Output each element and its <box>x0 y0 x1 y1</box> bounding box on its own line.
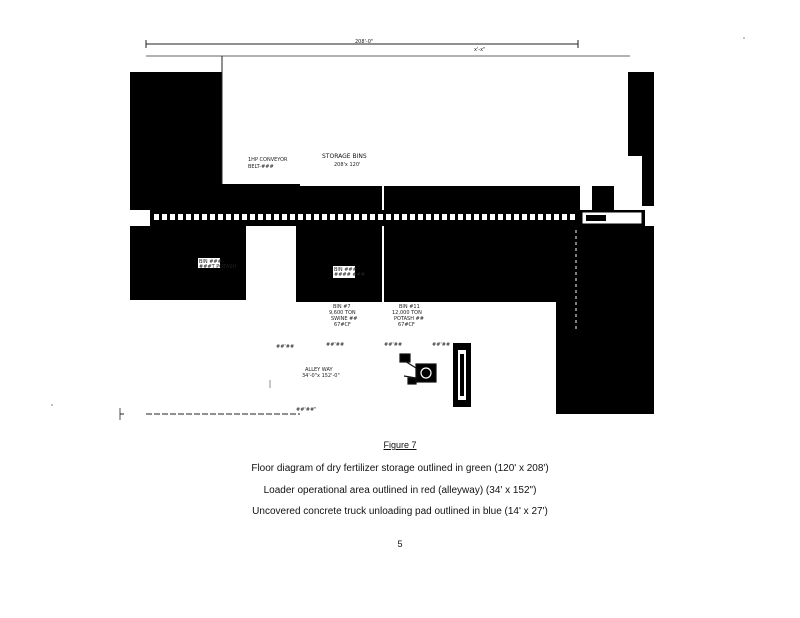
alley-title: ALLEY WAY <box>305 367 333 373</box>
storage-bins-title: STORAGE BINS <box>322 153 367 160</box>
left-storage-block <box>130 72 222 96</box>
left-bin-sub: ###T POTASH <box>199 264 236 270</box>
dimension-d: ##'## <box>432 342 450 348</box>
top-dimension-label: 208'-0" <box>355 39 373 45</box>
center-bin-sub: #### ### <box>334 272 365 278</box>
caption-line-2: Loader operational area outlined in red … <box>263 485 537 496</box>
bottom-dimension-label: ##'##" <box>296 407 316 413</box>
far-right-region <box>556 226 654 414</box>
left-bin-label: BIN ### <box>199 259 222 265</box>
dimension-c: ##'## <box>384 342 402 348</box>
bin-b-tons: 12,000 TON <box>392 310 422 316</box>
bin-b-product: POTASH ## <box>394 316 424 322</box>
storage-band-center <box>300 186 382 210</box>
loader-icon <box>399 353 437 385</box>
bin-a-cf: 67#CF <box>334 322 351 328</box>
bin-a-name: BIN #7 <box>333 304 351 310</box>
scan-speck <box>51 404 53 406</box>
storage-bins-size: 208'x 120' <box>334 162 360 168</box>
alley-size: 34'-0"x 152'-0" <box>302 373 340 379</box>
bin-a-tons: 9,600 TON <box>329 310 356 316</box>
page-number: 5 <box>397 539 403 549</box>
scan-speck <box>743 37 745 39</box>
top-dimension-label-2: x'-x" <box>474 47 485 53</box>
storage-band-small <box>592 186 614 210</box>
conveyor-sub-label: BELT-### <box>248 164 274 170</box>
pad-marker <box>460 354 464 396</box>
conveyor-segments <box>154 214 575 220</box>
conveyor-end-mark <box>586 215 606 221</box>
center-bin-label: BIN ### <box>334 267 357 273</box>
right-bin-region <box>384 226 580 302</box>
caption-line-1: Floor diagram of dry fertilizer storage … <box>251 463 549 474</box>
dimension-b: ##'## <box>326 342 344 348</box>
scan-speck <box>151 207 153 209</box>
bin-b-name: BIN #11 <box>399 304 420 310</box>
center-bin <box>296 226 382 302</box>
storage-band-right <box>384 186 580 210</box>
dimension-a: ##'## <box>276 344 294 350</box>
bin-b-cf: 67#CF <box>398 322 415 328</box>
right-wall-lower <box>642 156 654 206</box>
floor-diagram: 208'-0" x'-x" STORAGE BINS 208'x 120' 1H… <box>51 37 745 420</box>
left-storage-block-lower <box>130 96 222 184</box>
lower-left-bin <box>130 226 246 300</box>
lower-left-bin-tag <box>198 258 220 268</box>
center-bin-tag <box>333 266 355 278</box>
figure-title: Figure 7 <box>383 440 417 450</box>
storage-band-left <box>130 184 300 210</box>
conveyor-label: 1HP CONVEYOR <box>248 157 288 163</box>
bin-a-product: SWINE ## <box>331 316 357 322</box>
right-wall-block <box>628 72 654 156</box>
caption-line-3: Uncovered concrete truck unloading pad o… <box>252 506 548 517</box>
